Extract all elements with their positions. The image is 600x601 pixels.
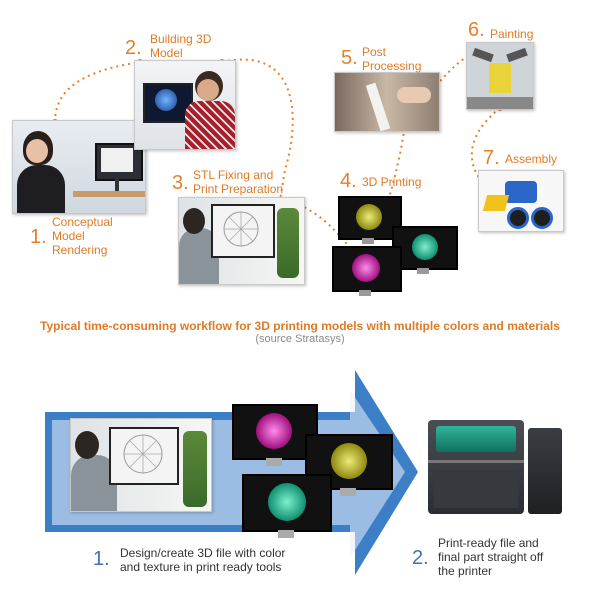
- step6-number: 6.: [468, 19, 485, 41]
- step7-photo: [478, 170, 564, 232]
- step3-number: 3.: [172, 172, 189, 194]
- bottom-step2-number: 2.: [412, 547, 429, 569]
- step3-photo: [178, 197, 305, 285]
- step2-number: 2.: [125, 37, 142, 59]
- workflow-caption: Typical time-consuming workflow for 3D p…: [40, 319, 560, 333]
- step1-number: 1.: [30, 226, 47, 248]
- bottom-monitor-green: [242, 474, 332, 532]
- caption-source: (source Stratasys): [255, 333, 345, 345]
- monitor-magenta: [332, 246, 402, 292]
- step5-photo: [334, 72, 440, 132]
- connector-6-7: [470, 107, 501, 186]
- printer-image: [428, 420, 524, 514]
- bottom-designer-photo: [70, 418, 212, 512]
- step6-photo: [466, 42, 534, 110]
- connector-1-2: [54, 61, 141, 123]
- step7-label: Assembly: [505, 152, 558, 166]
- connector-2-3: [221, 58, 294, 201]
- step2-photo: [134, 60, 236, 150]
- step4-label: 3D Printing: [362, 175, 422, 189]
- step5-number: 5.: [341, 47, 358, 69]
- step6-label: Painting: [490, 27, 534, 41]
- step1-photo: [12, 120, 146, 214]
- bottom-step1-number: 1.: [93, 548, 110, 570]
- step7-number: 7.: [483, 147, 500, 169]
- step4-number: 4.: [340, 170, 357, 192]
- printer-cabinet: [528, 428, 562, 514]
